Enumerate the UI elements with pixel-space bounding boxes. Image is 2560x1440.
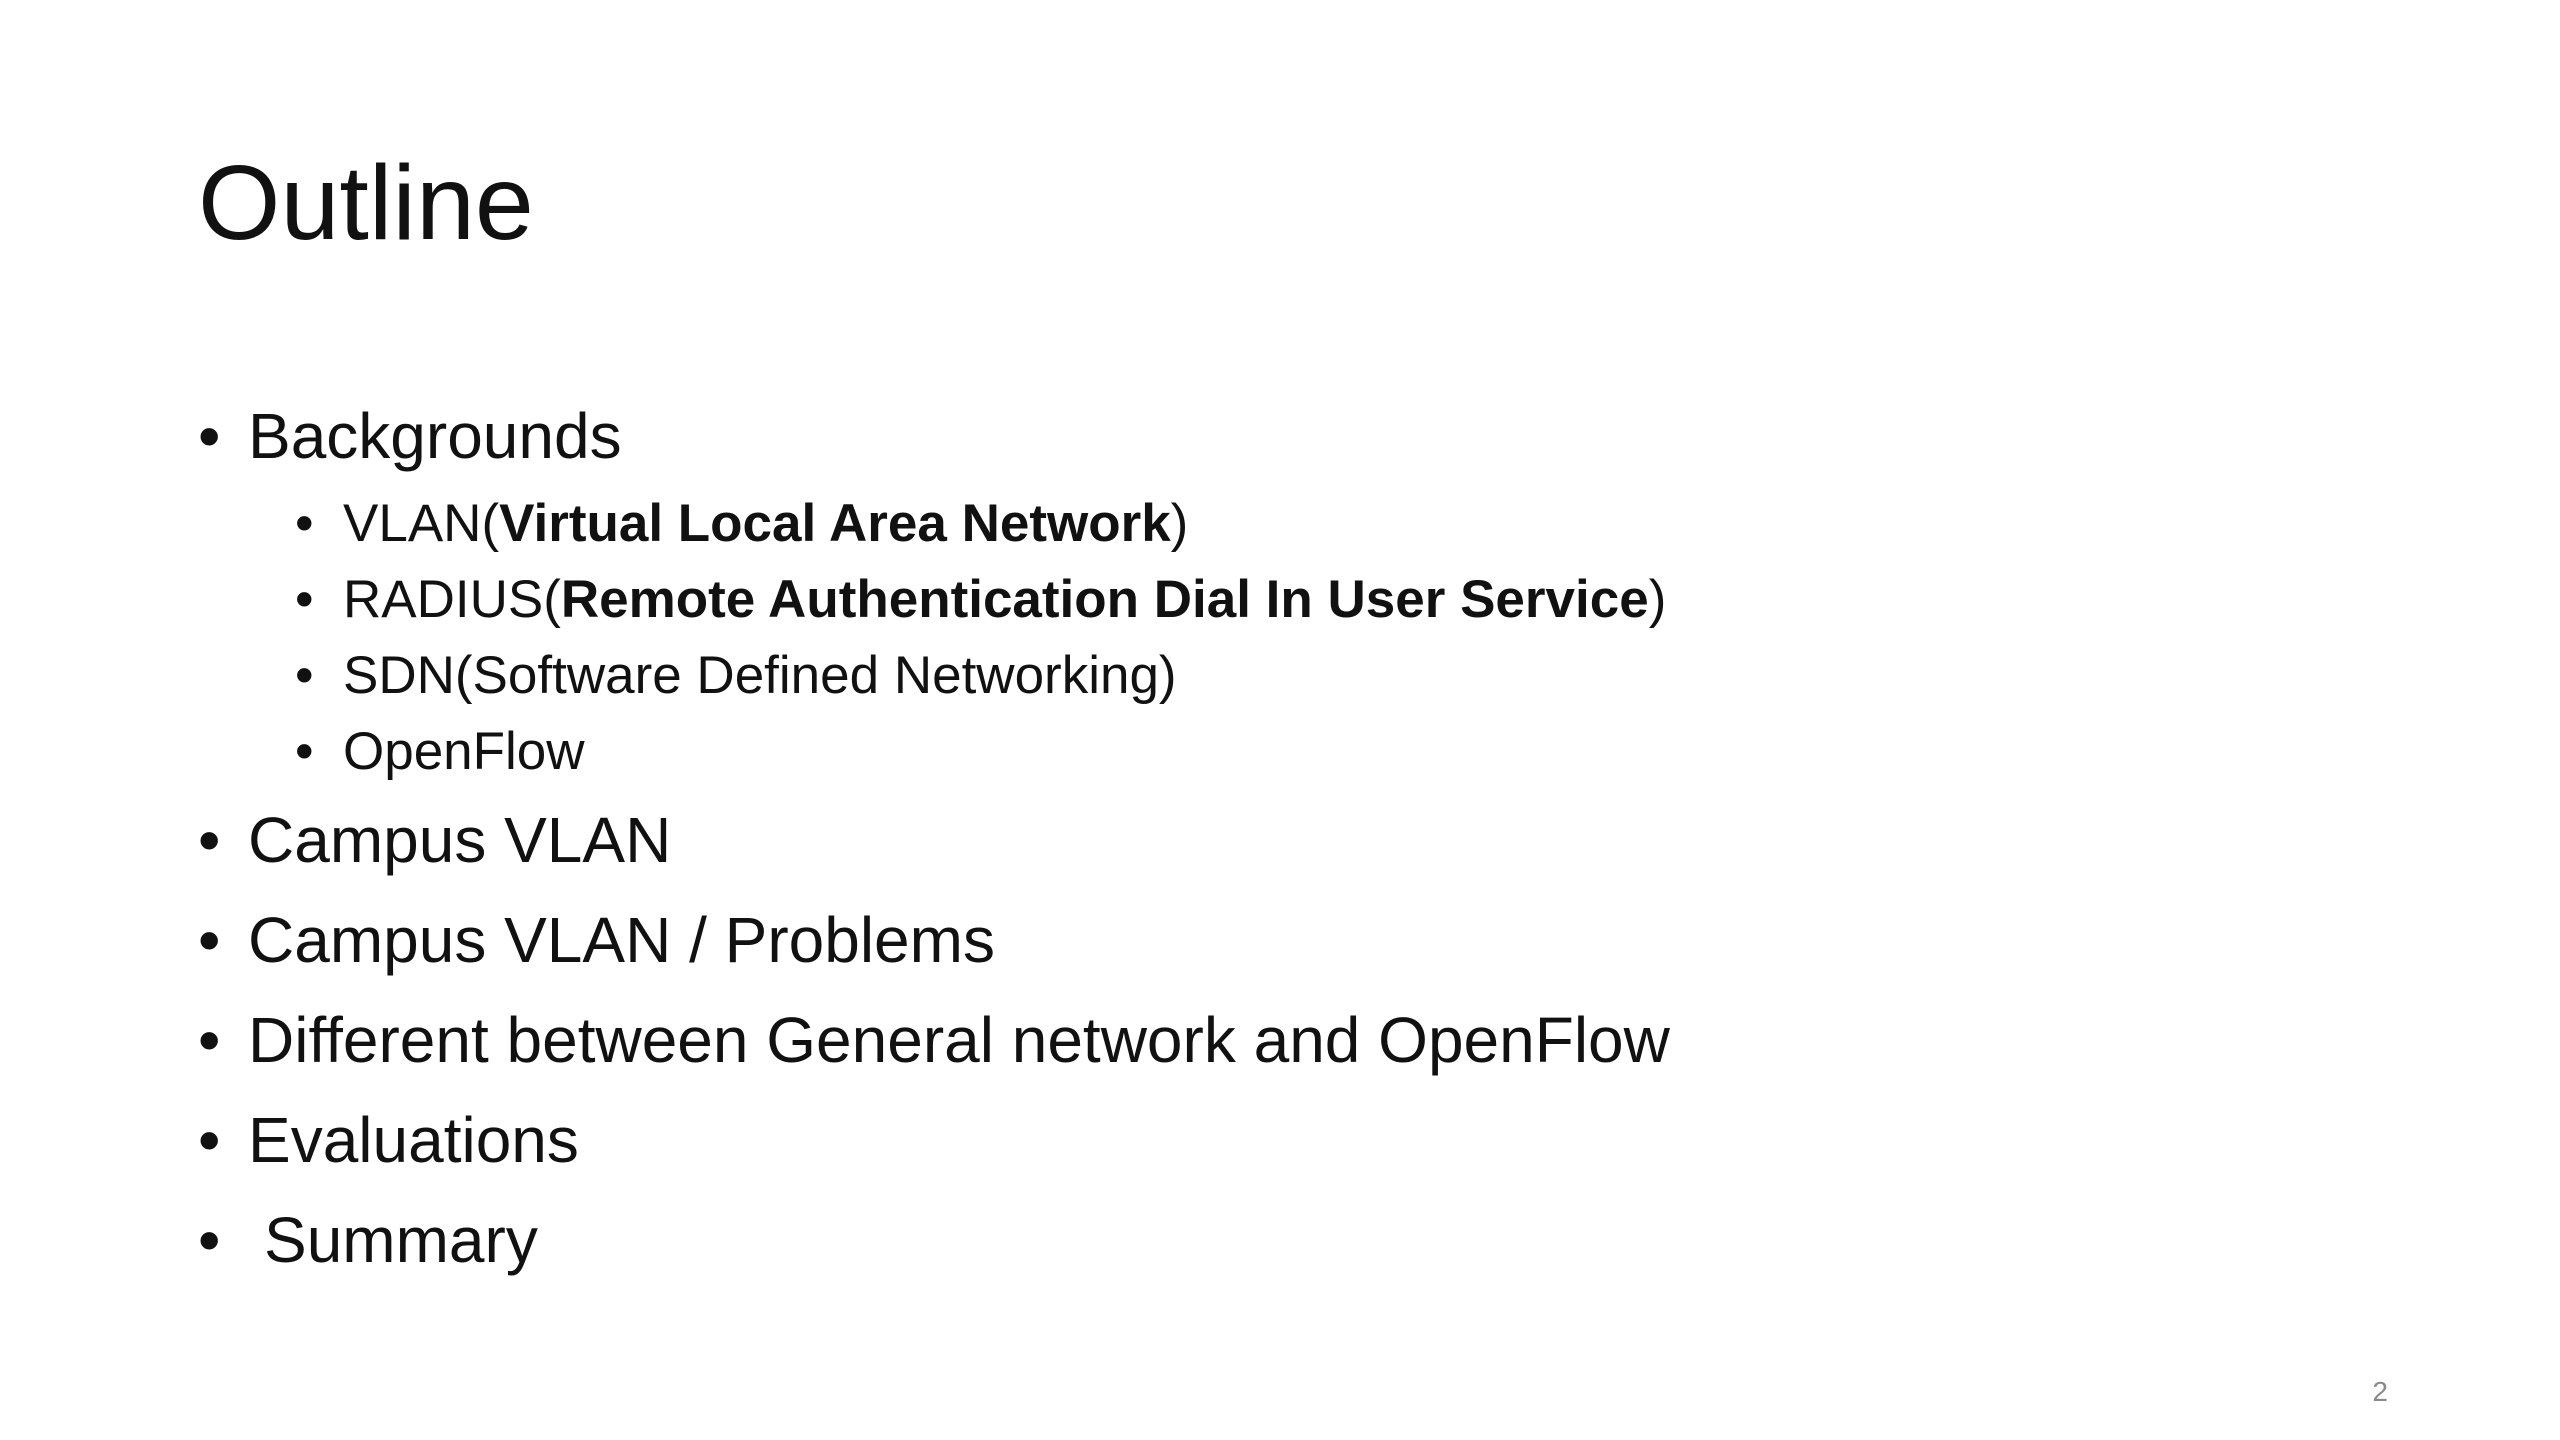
list-item-evaluations: • Evaluations <box>198 1090 1670 1190</box>
list-item-summary: • Summary <box>198 1190 1670 1290</box>
list-item-label: Different between General network and Op… <box>248 1004 1670 1076</box>
list-item-campus-vlan: • Campus VLAN <box>198 790 1670 890</box>
list-item-label: Summary <box>264 1204 538 1276</box>
list-item-label: Campus VLAN / Problems <box>248 904 995 976</box>
bullet-icon: • <box>198 1004 221 1076</box>
slide-title: Outline <box>198 144 534 262</box>
outline-list: • Backgrounds • VLAN(Virtual Local Area … <box>198 386 1670 1290</box>
sub-item-bold-text: Virtual Local Area Network <box>499 494 1171 553</box>
sub-item-openflow: • OpenFlow <box>198 714 1670 790</box>
list-item-backgrounds: • Backgrounds <box>198 386 1670 486</box>
list-item-label: Backgrounds <box>248 400 622 472</box>
sub-item-prefix: RADIUS( <box>343 570 561 629</box>
bullet-icon: • <box>198 1104 221 1176</box>
sub-item-prefix: SDN(Software Defined Networking) <box>343 646 1177 705</box>
list-item-different-network: • Different between General network and … <box>198 990 1670 1090</box>
page-number: 2 <box>2372 1376 2388 1407</box>
bullet-icon: • <box>198 904 221 976</box>
sub-item-suffix: ) <box>1170 494 1189 553</box>
sub-item-prefix: VLAN( <box>343 494 500 553</box>
sub-item-bold-text: Remote Authentication Dial In User Servi… <box>560 570 1649 629</box>
sub-item-sdn: • SDN(Software Defined Networking) <box>198 638 1670 714</box>
sub-list-container: • VLAN(Virtual Local Area Network) • RAD… <box>198 486 1670 790</box>
sub-item-radius: • RADIUS(Remote Authentication Dial In U… <box>198 562 1670 638</box>
bullet-icon: • <box>295 722 314 781</box>
bullet-icon: • <box>295 494 314 553</box>
sub-item-suffix: ) <box>1648 570 1667 629</box>
sub-item-vlan: • VLAN(Virtual Local Area Network) <box>198 486 1670 562</box>
list-item-label: Campus VLAN <box>248 804 672 876</box>
bullet-icon: • <box>295 646 314 705</box>
list-item-label: Evaluations <box>248 1104 579 1176</box>
sub-item-prefix: OpenFlow <box>343 722 585 781</box>
bullet-icon: • <box>198 804 221 876</box>
list-item-campus-vlan-problems: • Campus VLAN / Problems <box>198 890 1670 990</box>
bullet-icon: • <box>295 570 314 629</box>
sub-list: • VLAN(Virtual Local Area Network) • RAD… <box>198 486 1670 790</box>
bullet-icon: • <box>198 400 221 472</box>
bullet-icon: • <box>198 1204 221 1276</box>
